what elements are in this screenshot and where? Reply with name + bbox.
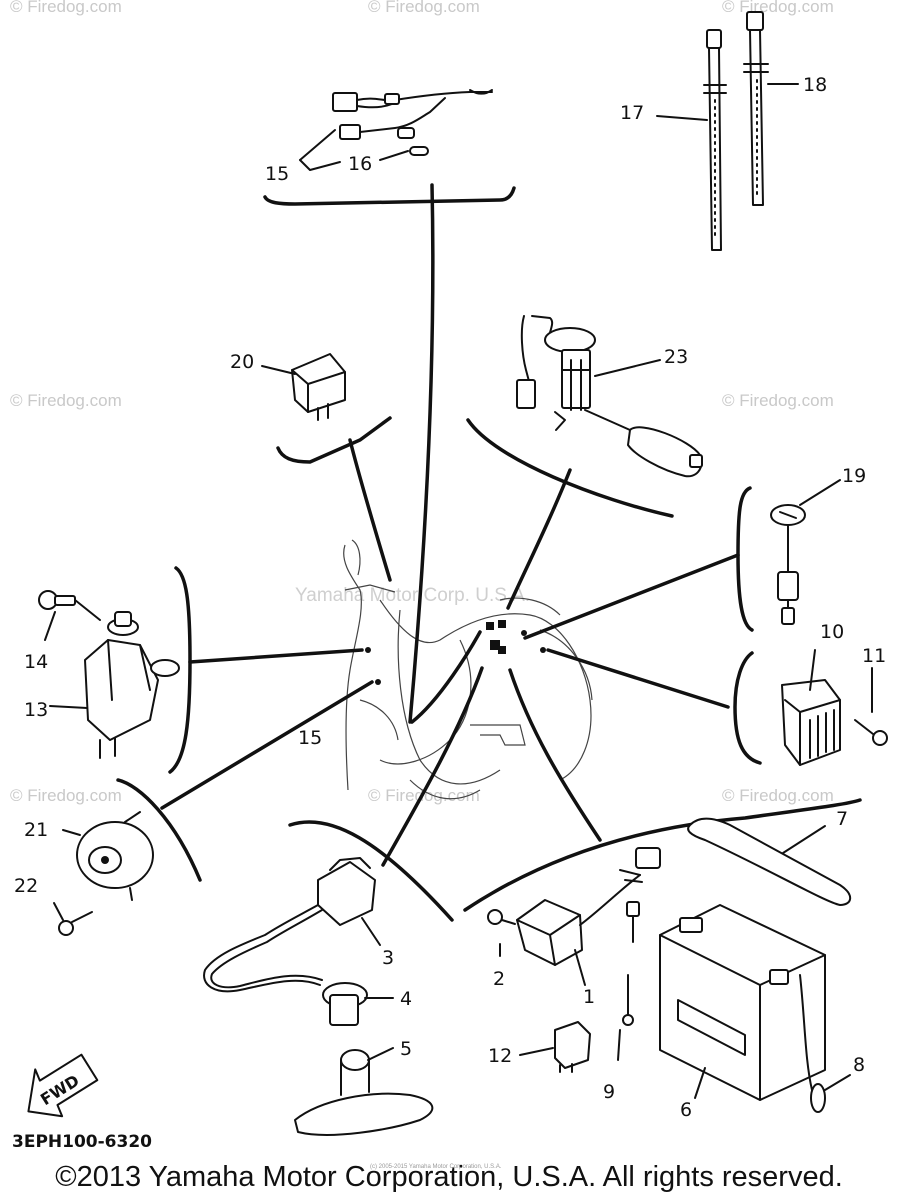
callout-19: 19 <box>842 465 866 487</box>
callout-6: 6 <box>680 1099 692 1121</box>
firedog-watermark: © Firedog.com <box>10 786 122 805</box>
firedog-watermark: © Firedog.com <box>722 391 834 410</box>
copyright-footer: ©2013 Yamaha Motor Corporation, U.S.A. A… <box>55 1161 843 1193</box>
firedog-watermark: © Firedog.com <box>722 786 834 805</box>
callout-14: 14 <box>24 651 48 673</box>
callout-22: 22 <box>14 875 38 897</box>
callout-15-center: 15 <box>298 727 322 749</box>
leader-lines <box>160 183 740 867</box>
firedog-watermark: © Firedog.com <box>722 0 834 16</box>
harness-connectors <box>365 620 546 685</box>
callout-7: 7 <box>836 808 848 830</box>
callout-21: 21 <box>24 819 48 841</box>
callout-23: 23 <box>664 346 688 368</box>
callout-15: 15 <box>265 163 289 185</box>
group-brackets <box>116 186 862 922</box>
callout-13: 13 <box>24 699 48 721</box>
callout-labels: 15 16 17 18 20 23 19 10 11 14 13 15 21 2… <box>14 74 886 1121</box>
callout-5: 5 <box>400 1038 412 1060</box>
callout-8: 8 <box>853 1054 865 1076</box>
horn-part <box>53 811 154 936</box>
cable-tie-part <box>656 11 799 251</box>
battery-part <box>659 817 852 1113</box>
forward-arrow-icon: FWD <box>27 1053 99 1118</box>
callout-16: 16 <box>348 153 372 175</box>
callout-17: 17 <box>620 102 644 124</box>
relay-part <box>261 353 346 421</box>
callout-4: 4 <box>400 988 412 1010</box>
firedog-watermark: © Firedog.com <box>10 0 122 16</box>
firedog-watermark: © Firedog.com <box>368 0 480 16</box>
yamaha-watermark: Yamaha Motor Corp. U.S.A. <box>295 585 530 606</box>
callout-20: 20 <box>230 351 254 373</box>
small-copyright-watermark: (c) 2005-2015 Yamaha Motor Corporation, … <box>370 1164 502 1170</box>
cdi-unit-part <box>487 847 661 1073</box>
ignition-coil-part <box>203 857 434 1136</box>
ignition-switch-part <box>38 590 180 759</box>
callout-18: 18 <box>803 74 827 96</box>
connector-part <box>770 479 841 625</box>
callout-2: 2 <box>493 968 505 990</box>
callout-3: 3 <box>382 947 394 969</box>
fuel-sender-part <box>516 315 703 478</box>
callout-1: 1 <box>583 986 595 1008</box>
callout-11: 11 <box>862 645 886 667</box>
vehicle-frame-outline <box>343 539 593 800</box>
wire-harness-part <box>299 89 493 171</box>
callout-10: 10 <box>820 621 844 643</box>
rectifier-part <box>781 649 888 766</box>
firedog-watermark: © Firedog.com <box>10 391 122 410</box>
callout-9: 9 <box>603 1081 615 1103</box>
drawing-code: 3EPH100-6320 <box>12 1132 152 1152</box>
callout-12: 12 <box>488 1045 512 1067</box>
